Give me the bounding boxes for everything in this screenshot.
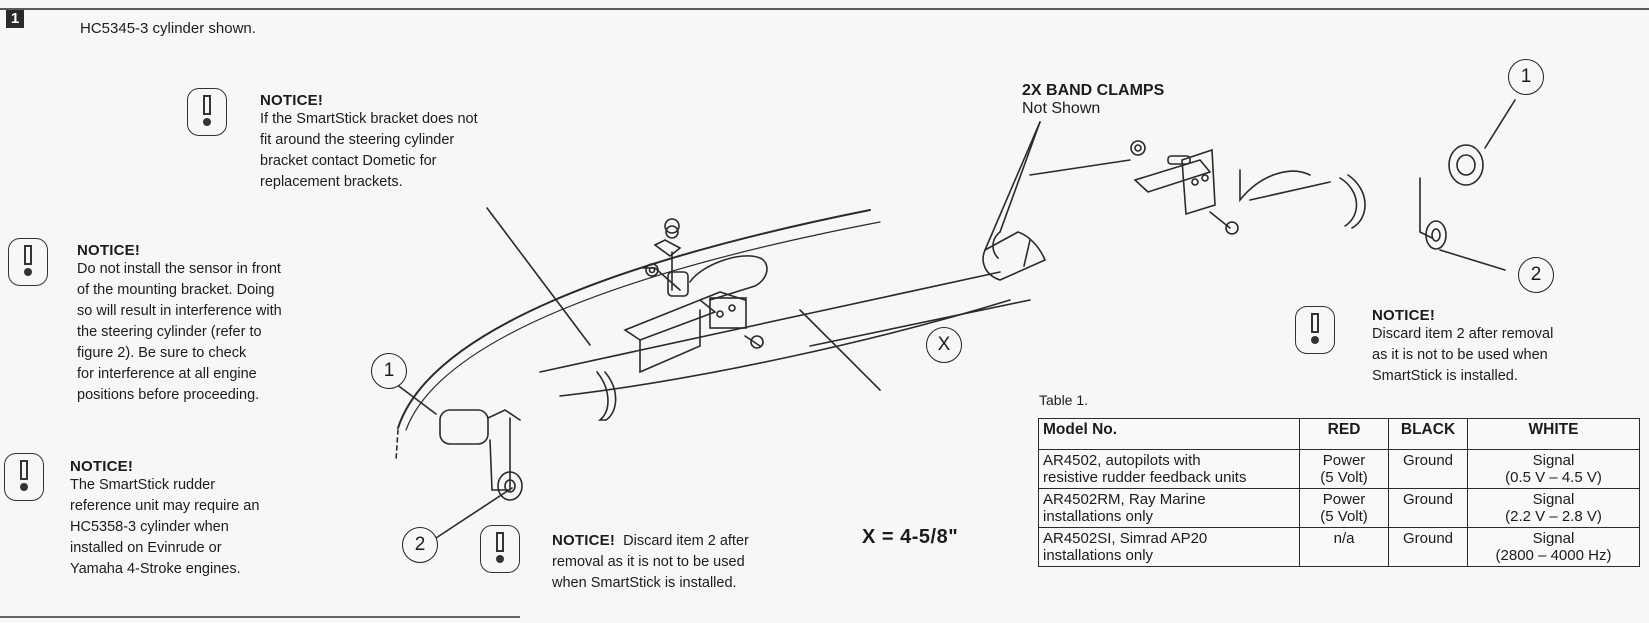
notice-title: NOTICE!	[77, 242, 141, 259]
cell-white: Signal	[1532, 452, 1575, 469]
notice-bracket: NOTICE! If the SmartStick bracket does n…	[260, 92, 478, 193]
callout-item-1-left: 1	[371, 353, 407, 389]
dimension-x-value: X = 4-5/8"	[862, 526, 959, 548]
cell-model: AR4502RM, Ray Marine	[1043, 491, 1206, 508]
cell-model: AR4502SI, Simrad AP20	[1043, 530, 1208, 547]
band-clamps-label: 2X BAND CLAMPS Not Shown	[1022, 82, 1164, 118]
callout-item-1-right: 1	[1508, 59, 1544, 95]
notice-sensor-placement: NOTICE! Do not install the sensor in fro…	[77, 242, 282, 406]
cell-model: installations only	[1043, 547, 1154, 564]
header-white: WHITE	[1466, 418, 1641, 450]
notice-line: as it is not to be used when	[1372, 347, 1548, 363]
cell-model: AR4502, autopilots with	[1043, 452, 1201, 469]
notice-line: when SmartStick is installed.	[552, 575, 737, 591]
cell-white: Signal	[1532, 530, 1575, 547]
figure-caption: HC5345-3 cylinder shown.	[80, 20, 256, 37]
notice-line: for interference at all engine	[77, 366, 257, 382]
wiring-table: Model No. RED BLACK WHITE AR4502, autopi…	[1037, 418, 1641, 567]
notice-line: Yamaha 4-Stroke engines.	[70, 561, 241, 577]
cell-red: Power	[1322, 491, 1366, 508]
notice-line: Discard item 2 after removal	[1372, 326, 1554, 342]
cell-black: Ground	[1388, 449, 1468, 489]
cell-model: resistive rudder feedback units	[1043, 469, 1247, 486]
cell-red: n/a	[1333, 530, 1355, 547]
notice-exclamation-icon	[4, 453, 44, 501]
notice-title: NOTICE!	[260, 92, 324, 109]
notice-title: NOTICE!	[1372, 307, 1436, 324]
cell-white: (2800 – 4000 Hz)	[1495, 547, 1612, 564]
notice-line: Discard item 2 after	[623, 533, 749, 549]
notice-line: reference unit may require an	[70, 498, 260, 514]
band-clamps-title: 2X BAND CLAMPS	[1022, 82, 1165, 99]
notice-exclamation-icon	[480, 525, 520, 573]
table-label: Table 1.	[1039, 392, 1089, 408]
callout-item-2-left: 2	[402, 527, 438, 563]
notice-exclamation-icon	[187, 88, 227, 136]
cell-white: Signal	[1532, 491, 1575, 508]
cell-red: Power	[1322, 452, 1366, 469]
cell-red: (5 Volt)	[1320, 469, 1368, 486]
notice-discard-item-2: NOTICE! Discard item 2 after removal as …	[552, 530, 749, 594]
header-red: RED	[1299, 418, 1390, 450]
callout-dimension-x: X	[926, 327, 962, 363]
step-number-badge: 1	[6, 10, 24, 28]
cell-white: (2.2 V – 2.8 V)	[1505, 508, 1602, 525]
notice-line: installed on Evinrude or	[70, 540, 222, 556]
notice-line: SmartStick is installed.	[1372, 368, 1518, 384]
cell-red: (5 Volt)	[1320, 508, 1368, 525]
cell-model: installations only	[1043, 508, 1154, 525]
notice-line: so will result in interference with	[77, 303, 282, 319]
notice-line: removal as it is not to be used	[552, 554, 745, 570]
header-black: BLACK	[1388, 418, 1468, 450]
bottom-rule	[0, 616, 520, 618]
notice-line: If the SmartStick bracket does not	[260, 111, 478, 127]
notice-line: fit around the steering cylinder	[260, 132, 455, 148]
cell-black: Ground	[1388, 527, 1468, 567]
notice-line: replacement brackets.	[260, 174, 403, 190]
header-model: Model No.	[1037, 418, 1301, 450]
callout-item-2-right: 2	[1518, 257, 1554, 293]
top-rule	[0, 8, 1649, 10]
band-clamps-subtitle: Not Shown	[1022, 100, 1101, 117]
notice-line: the steering cylinder (refer to	[77, 324, 262, 340]
notice-discard-item-2-right: NOTICE! Discard item 2 after removal as …	[1372, 307, 1553, 387]
notice-title: NOTICE!	[70, 458, 134, 475]
notice-line: Do not install the sensor in front	[77, 261, 281, 277]
notice-line: HC5358-3 cylinder when	[70, 519, 229, 535]
notice-line: positions before proceeding.	[77, 387, 260, 403]
notice-line: of the mounting bracket. Doing	[77, 282, 275, 298]
notice-exclamation-icon	[1295, 306, 1335, 354]
notice-exclamation-icon	[8, 238, 48, 286]
table-header-row: Model No. RED BLACK WHITE	[1037, 418, 1641, 450]
cell-white: (0.5 V – 4.5 V)	[1505, 469, 1602, 486]
notice-line: The SmartStick rudder	[70, 477, 216, 493]
notice-rudder-reference: NOTICE! The SmartStick rudder reference …	[70, 458, 259, 580]
cell-black: Ground	[1388, 488, 1468, 528]
notice-line: bracket contact Dometic for	[260, 153, 437, 169]
notice-title: NOTICE!	[552, 532, 616, 549]
notice-line: figure 2). Be sure to check	[77, 345, 247, 361]
